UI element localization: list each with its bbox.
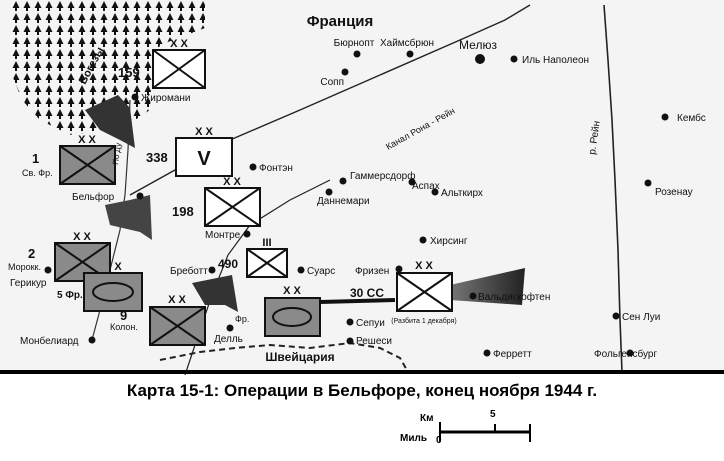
unit-label: 2: [28, 246, 35, 261]
unit-label: Св. Фр.: [22, 168, 53, 178]
town-label: Бреботт: [170, 265, 208, 277]
unit-label: V: [197, 148, 211, 170]
town-label: Герикур: [10, 278, 47, 289]
attack-arrow: [105, 195, 152, 240]
scale-mile-label: Миль: [400, 433, 427, 444]
town-label: Хаймсбрюн: [380, 37, 434, 49]
unit-fr-armored-symbol: X X: [264, 285, 321, 337]
town-label: Морокк.: [8, 262, 41, 272]
svg-text:X X: X X: [168, 294, 186, 306]
town-label: Сен Луи: [622, 312, 660, 323]
scale-km-label: Км: [420, 413, 434, 424]
unit-198-symbol: X X: [204, 176, 261, 227]
town-label: Фризен: [355, 266, 389, 277]
advance-line: [319, 298, 396, 304]
town-label: Сепуи: [356, 318, 385, 329]
town-label: Кембс: [677, 112, 706, 124]
town-label: Розенау: [655, 187, 693, 198]
town-label: Решеси: [356, 336, 392, 347]
town-label: Даннемари: [317, 196, 370, 207]
unit-label: 338: [146, 150, 168, 165]
town-label: Жиромани: [141, 93, 191, 104]
town-label: Вальдигхофтен: [478, 291, 550, 303]
town-label: Мелюз: [459, 38, 497, 52]
town-label: Аспах: [412, 181, 440, 192]
map-caption: Карта 15-1: Операции в Бельфоре, конец н…: [126, 381, 598, 400]
scale-zero-label: 0: [436, 435, 442, 446]
unit-1-symbol: X X: [59, 134, 116, 185]
attack-arrow: [192, 275, 238, 312]
road-label: По Ду: [111, 142, 123, 165]
town-label: Фольгенсбург: [594, 348, 657, 360]
town-label: Фонтэн: [259, 163, 293, 174]
town-label: Суарс: [307, 266, 335, 277]
unit-30ss-symbol: X X: [396, 260, 453, 312]
svg-text:X X: X X: [415, 260, 433, 272]
unit-490-symbol: [246, 248, 288, 278]
unit-note: (Разбита 1 декабря): [391, 317, 456, 325]
svg-text:X X: X X: [78, 134, 96, 146]
river-rhine-label: р. Рейн: [587, 120, 603, 155]
town-dots: [44, 50, 669, 357]
town-label: Бюрнопт: [334, 38, 375, 49]
svg-text:X X: X X: [223, 176, 241, 188]
unit-label: Фр.: [235, 314, 249, 324]
svg-text:X X: X X: [73, 231, 91, 243]
unit-338-symbol: X X: [175, 126, 233, 177]
town-label: Иль Наполеон: [522, 55, 589, 66]
svg-text:X X: X X: [283, 285, 301, 297]
town-label: Делль: [214, 334, 243, 345]
town-label: Альткирх: [441, 188, 483, 199]
town-label: Бельфор: [72, 191, 115, 203]
unit-label: 9: [120, 308, 127, 323]
svg-text:X: X: [114, 261, 122, 273]
swiss-border: [159, 341, 409, 373]
attack-arrow: [85, 95, 135, 148]
country-switzerland-label: Швейцария: [265, 350, 334, 364]
svg-text:X X: X X: [170, 38, 188, 50]
unit-label: 5 Фр.: [57, 290, 83, 301]
svg-text:X X: X X: [195, 126, 213, 138]
town-label: Монтре: [205, 230, 241, 241]
scale-five-label: 5: [490, 409, 496, 420]
unit-label: 159: [118, 65, 140, 80]
country-france-label: Франция: [307, 13, 374, 30]
vosges-forest: [10, 0, 205, 135]
unit-5-symbol: X: [83, 261, 143, 312]
unit-label: 30 СС: [350, 286, 384, 300]
town-label: Хирсинг: [430, 236, 468, 247]
unit-label: 1: [32, 151, 39, 166]
unit-label: 490: [218, 257, 238, 271]
town-label: Монбелиард: [20, 335, 79, 347]
attack-arrow: [450, 268, 525, 305]
unit-label: 198: [172, 204, 194, 219]
rhine-river-line: [603, 4, 623, 373]
town-label: Сопп: [320, 77, 344, 88]
map-canvas: X X X X X X X X X X X X X: [0, 0, 724, 376]
town-label: Гаммерсдорф: [350, 170, 415, 182]
town-label: Колон.: [110, 322, 138, 332]
scale-bar: [439, 422, 531, 442]
unit-label: III: [262, 237, 271, 249]
unit-159-symbol: X X: [152, 38, 206, 89]
town-label: Ферретт: [493, 349, 532, 360]
unit-9-symbol: X X: [149, 294, 206, 346]
